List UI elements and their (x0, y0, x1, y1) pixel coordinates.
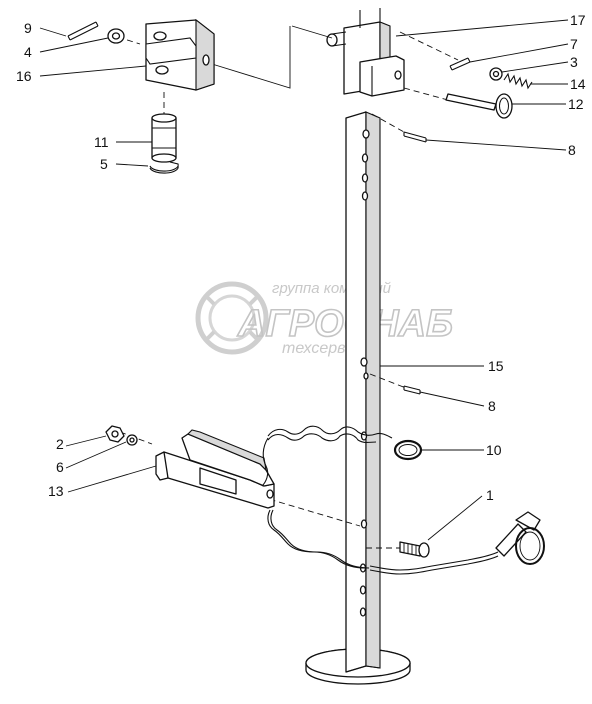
callout-6: 6 (56, 459, 64, 475)
watermark: группа компаний АГРОСНАБ техсервис (195, 280, 454, 357)
callout-13: 13 (48, 483, 64, 499)
assembly-line-2-6 (119, 431, 153, 445)
leader-8-lower (419, 391, 485, 407)
assembly-line-8b (369, 373, 407, 389)
callout-7: 7 (570, 36, 578, 52)
pin-9 (67, 21, 99, 41)
washer-3 (489, 67, 503, 81)
pin-8-lower (403, 385, 421, 395)
leader-lines (39, 19, 569, 541)
washer-4 (107, 28, 125, 44)
top-bracket (326, 8, 405, 97)
leader-3 (501, 61, 569, 73)
leader-5 (115, 163, 149, 167)
assembly-line-7 (399, 31, 459, 61)
circlip-5 (149, 161, 179, 174)
callout-3: 3 (570, 54, 578, 70)
assembly-line-top (211, 26, 291, 89)
leader-7 (469, 43, 569, 63)
chain-left-drop (267, 509, 370, 569)
washer-6 (126, 434, 138, 446)
callout-16: 16 (16, 68, 32, 84)
holder-bracket-13 (155, 429, 275, 509)
watermark-line-main: АГРОСНАБ (237, 303, 453, 345)
leader-4 (39, 37, 109, 53)
spring-14 (503, 72, 533, 90)
clevis-part (145, 18, 215, 91)
pin-11 (151, 113, 177, 163)
callout-10: 10 (486, 442, 502, 458)
pin-8-upper (403, 131, 427, 143)
lock-pin-12 (445, 93, 513, 119)
leader-1 (427, 495, 483, 541)
callout-11: 11 (94, 134, 109, 150)
callout-9: 9 (24, 20, 32, 36)
chain-upper (261, 425, 393, 487)
leader-2 (65, 435, 107, 447)
callout-12: 12 (568, 96, 584, 112)
chain-lower (369, 551, 499, 575)
callout-8-upper: 8 (568, 142, 576, 158)
assembly-line-shaft (291, 25, 333, 39)
callout-2: 2 (56, 436, 64, 452)
leader-8-upper (425, 139, 567, 151)
callout-1: 1 (486, 487, 494, 503)
callout-14: 14 (570, 76, 586, 92)
callout-4: 4 (24, 44, 32, 60)
lock-pin-ring (495, 511, 545, 565)
leader-9 (39, 27, 67, 37)
callout-8-lower: 8 (488, 398, 496, 414)
callout-17: 17 (570, 12, 586, 28)
ring-10 (393, 439, 423, 461)
watermark-emblem (195, 281, 269, 355)
callout-5: 5 (100, 156, 108, 172)
leader-17 (395, 19, 569, 37)
leader-6 (65, 441, 127, 469)
callout-labels: 9 4 16 11 5 17 7 3 14 12 8 15 8 10 1 2 6… (16, 12, 586, 503)
pin-7 (449, 57, 471, 71)
assembly-line-8a (371, 113, 405, 133)
leader-13 (67, 465, 157, 493)
callout-15: 15 (488, 358, 504, 374)
watermark-line-sub: техсервис (282, 340, 362, 357)
bolt-1 (399, 541, 430, 558)
support-post (345, 111, 381, 673)
nut-2 (105, 425, 125, 443)
assembly-line-12 (403, 87, 449, 101)
leader-16 (39, 65, 147, 77)
